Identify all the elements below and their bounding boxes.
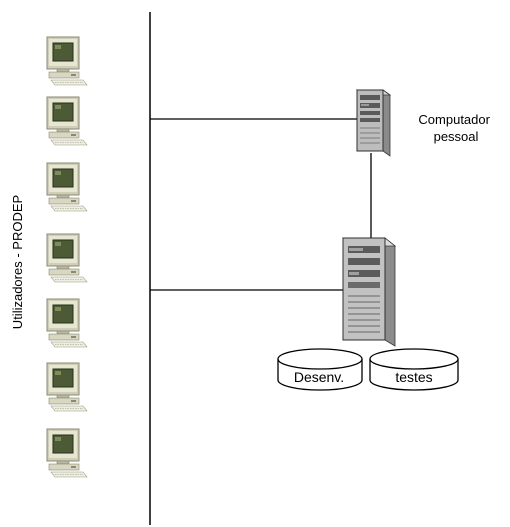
workstation-list [46, 36, 88, 478]
personal-computer-label: Computador pessoal [418, 112, 493, 144]
personal-computer-label-line2: pessoal [434, 129, 479, 144]
workstation-icon-7 [46, 428, 88, 478]
workstation-icon-6 [46, 362, 88, 412]
workstation-icon-2 [46, 96, 88, 146]
database-label-testes: testes [395, 369, 432, 385]
tower-pc-icon [355, 89, 392, 157]
workstation-icon-1 [46, 36, 88, 86]
group-label: Utilizadores - PRODEP [10, 195, 25, 329]
database-label-desenv: Desenv. [294, 369, 344, 385]
workstation-icon-4 [46, 233, 88, 283]
workstation-icon-3 [46, 162, 88, 212]
personal-computer-label-line1: Computador [418, 112, 490, 127]
server-icon [341, 237, 397, 347]
workstation-icon-5 [46, 298, 88, 348]
database-cylinder-icon-testes: testes [369, 348, 459, 391]
database-cylinder-icon-desenv: Desenv. [277, 348, 363, 391]
